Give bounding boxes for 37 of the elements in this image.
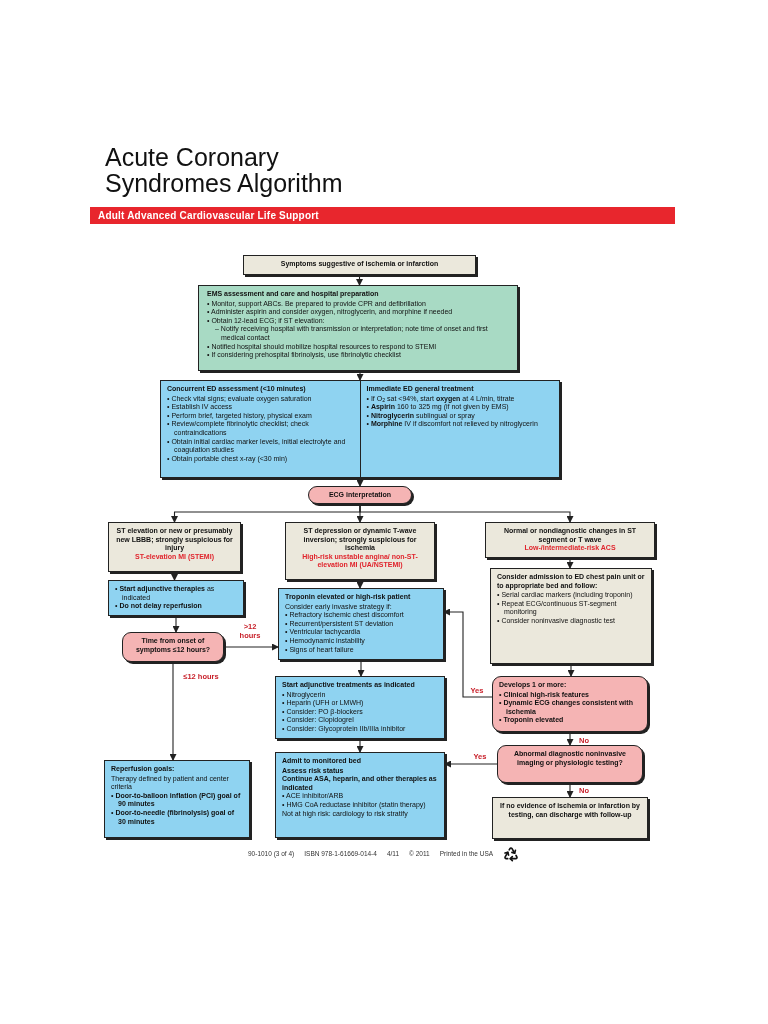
- decision-box: [497, 745, 643, 783]
- connector-arrow: [567, 663, 575, 677]
- process-box: [490, 568, 652, 664]
- connector-arrow: [356, 477, 364, 487]
- connector-arrow: [223, 643, 279, 651]
- title-band: [90, 207, 675, 224]
- connector-arrow: [566, 782, 574, 798]
- process-box: [104, 760, 250, 838]
- connector-arrow: [171, 571, 178, 581]
- process-box: [108, 580, 244, 616]
- connector-arrow: [443, 608, 493, 698]
- connector-arrow: [359, 503, 574, 523]
- process-box: [278, 588, 444, 660]
- condition-box: [285, 522, 435, 580]
- process-box: [160, 380, 560, 478]
- diagram-title: Acute Coronary Syndromes Algorithm: [105, 144, 344, 196]
- decision-box: [492, 676, 648, 732]
- connector-arrow: [566, 557, 574, 569]
- end-box: [492, 797, 648, 839]
- connector-arrow: [357, 659, 365, 677]
- connector-arrow: [169, 661, 177, 761]
- band-title: Adult Advanced Cardiovascular Life Support: [98, 209, 320, 223]
- connector-arrow: [172, 615, 180, 633]
- start-box: [243, 255, 476, 275]
- decision-box: [122, 632, 224, 662]
- connector-arrow: [566, 731, 574, 746]
- connector-arrow: [356, 274, 363, 286]
- process-box: [198, 285, 518, 371]
- process-box: [275, 676, 445, 739]
- connector-arrow: [356, 738, 364, 753]
- connector-arrow: [444, 760, 498, 768]
- condition-box: [485, 522, 655, 558]
- condition-box: [108, 522, 241, 572]
- process-box: [275, 752, 445, 838]
- connector-arrow: [356, 370, 364, 381]
- connector-arrow: [356, 579, 364, 589]
- decision-box: [308, 486, 412, 504]
